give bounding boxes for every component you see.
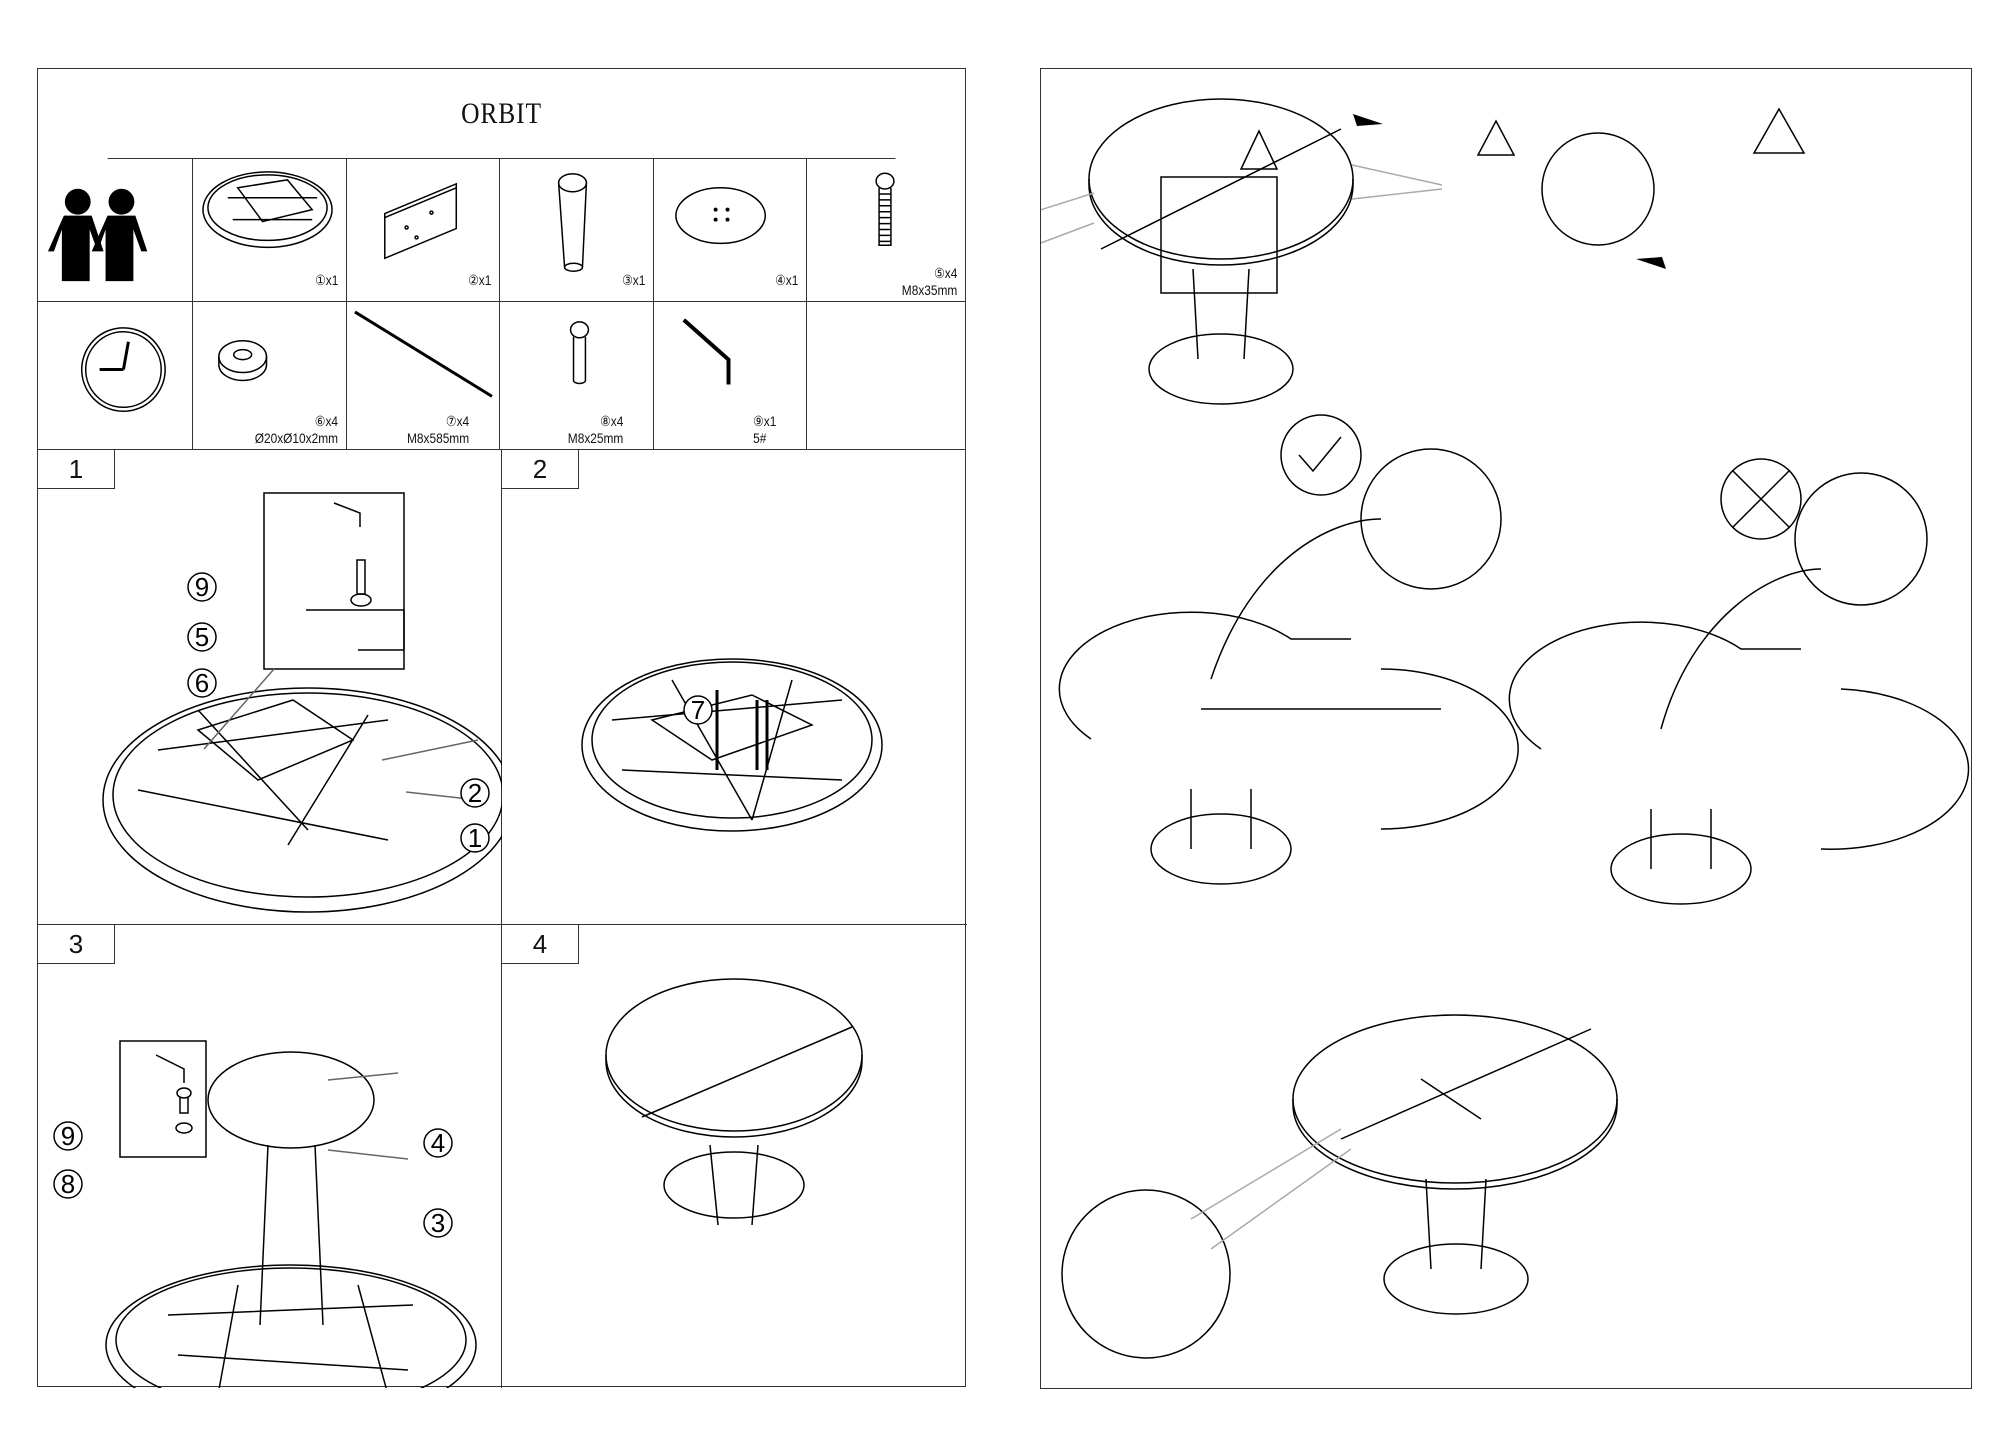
parts-cell-1: ①x1 [193,158,347,302]
step-2-illustration: 7 [581,658,883,832]
round-plate-icon [675,187,766,245]
part-7-count: ⑦x4 [445,413,469,429]
allen-key-icon [682,318,731,385]
extension-instructions-panel [960,68,1972,1389]
two-people-icon [47,188,148,282]
step-1: 1 9 5 6 2 1 [38,450,502,925]
product-title: ORBIT [107,69,896,159]
part-9-spec: 5# [752,430,766,446]
callout-3: 3 [431,1208,445,1238]
callout-9: 9 [195,572,209,602]
mounting-plate-icon [384,182,458,260]
callout-4: 4 [431,1128,445,1158]
part-5-count: ⑤x4 [933,265,957,281]
parts-cell-3: ③x1 [500,158,654,302]
step-1-label: 1 [38,450,115,489]
part-9-count: ⑨x1 [752,413,776,429]
callout-9: 9 [61,1121,75,1151]
parts-cell-clock [38,302,193,450]
parts-cell-empty [807,302,965,450]
step-3-illustration: 9 8 4 3 [53,1040,477,1388]
part-3-quantity: ③x1 [621,272,645,288]
step-4-assembled-table [605,978,863,1226]
part-2-quantity: ②x1 [467,272,491,288]
step-3: 3 9 8 4 3 [38,925,502,1388]
tabletop-underside-icon [202,171,333,249]
short-bolt-icon [569,321,590,385]
parts-cell-2: ②x1 [347,158,500,302]
step-4: 4 [502,925,967,1388]
step-2-label: 2 [502,450,579,489]
part-7-spec: M8x585mm [406,430,469,446]
callout-2: 2 [468,778,482,808]
callout-7: 7 [691,695,705,725]
parts-cell-people [38,158,193,302]
part-1-quantity: ①x1 [314,272,338,288]
callout-5: 5 [195,622,209,652]
part-6-count: ⑥x4 [314,413,338,429]
step-4-label: 4 [502,925,579,964]
parts-cell-4: ④x1 [654,158,807,302]
part-5-spec: M8x35mm [901,282,957,298]
part-4-quantity: ④x1 [774,272,798,288]
part-8-spec: M8x25mm [567,430,623,446]
part-8-count: ⑧x4 [599,413,623,429]
bolt-icon [875,172,895,247]
callout-8: 8 [61,1169,75,1199]
column-icon [557,173,588,272]
callout-6: 6 [195,668,209,698]
step-3-label: 3 [38,925,115,964]
step-1-illustration: 9 5 6 2 1 [102,492,502,913]
clock-icon [80,327,166,413]
step-2: 2 7 [502,450,967,925]
threaded-rod-icon [354,310,493,398]
part-6-spec: Ø20xØ10x2mm [254,430,338,446]
extension-illustrations [960,98,1970,1359]
washer-icon [218,339,268,382]
callout-1: 1 [468,823,482,853]
